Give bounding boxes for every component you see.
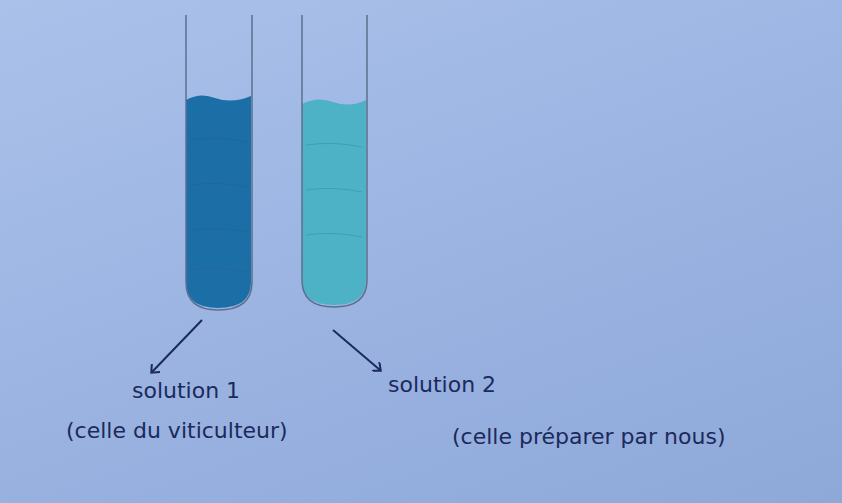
test-tube [186, 15, 252, 310]
test-tube [302, 15, 367, 307]
leader-arrow [333, 330, 380, 370]
solution-label: solution 2 [388, 372, 496, 398]
leader-arrow [152, 320, 202, 372]
solution-label: solution 1 [132, 378, 240, 404]
liquid-light [302, 99, 366, 305]
note-label: (celle du viticulteur) [66, 418, 288, 444]
liquid-dark [186, 95, 251, 308]
note-label: (celle préparer par nous) [452, 424, 726, 450]
